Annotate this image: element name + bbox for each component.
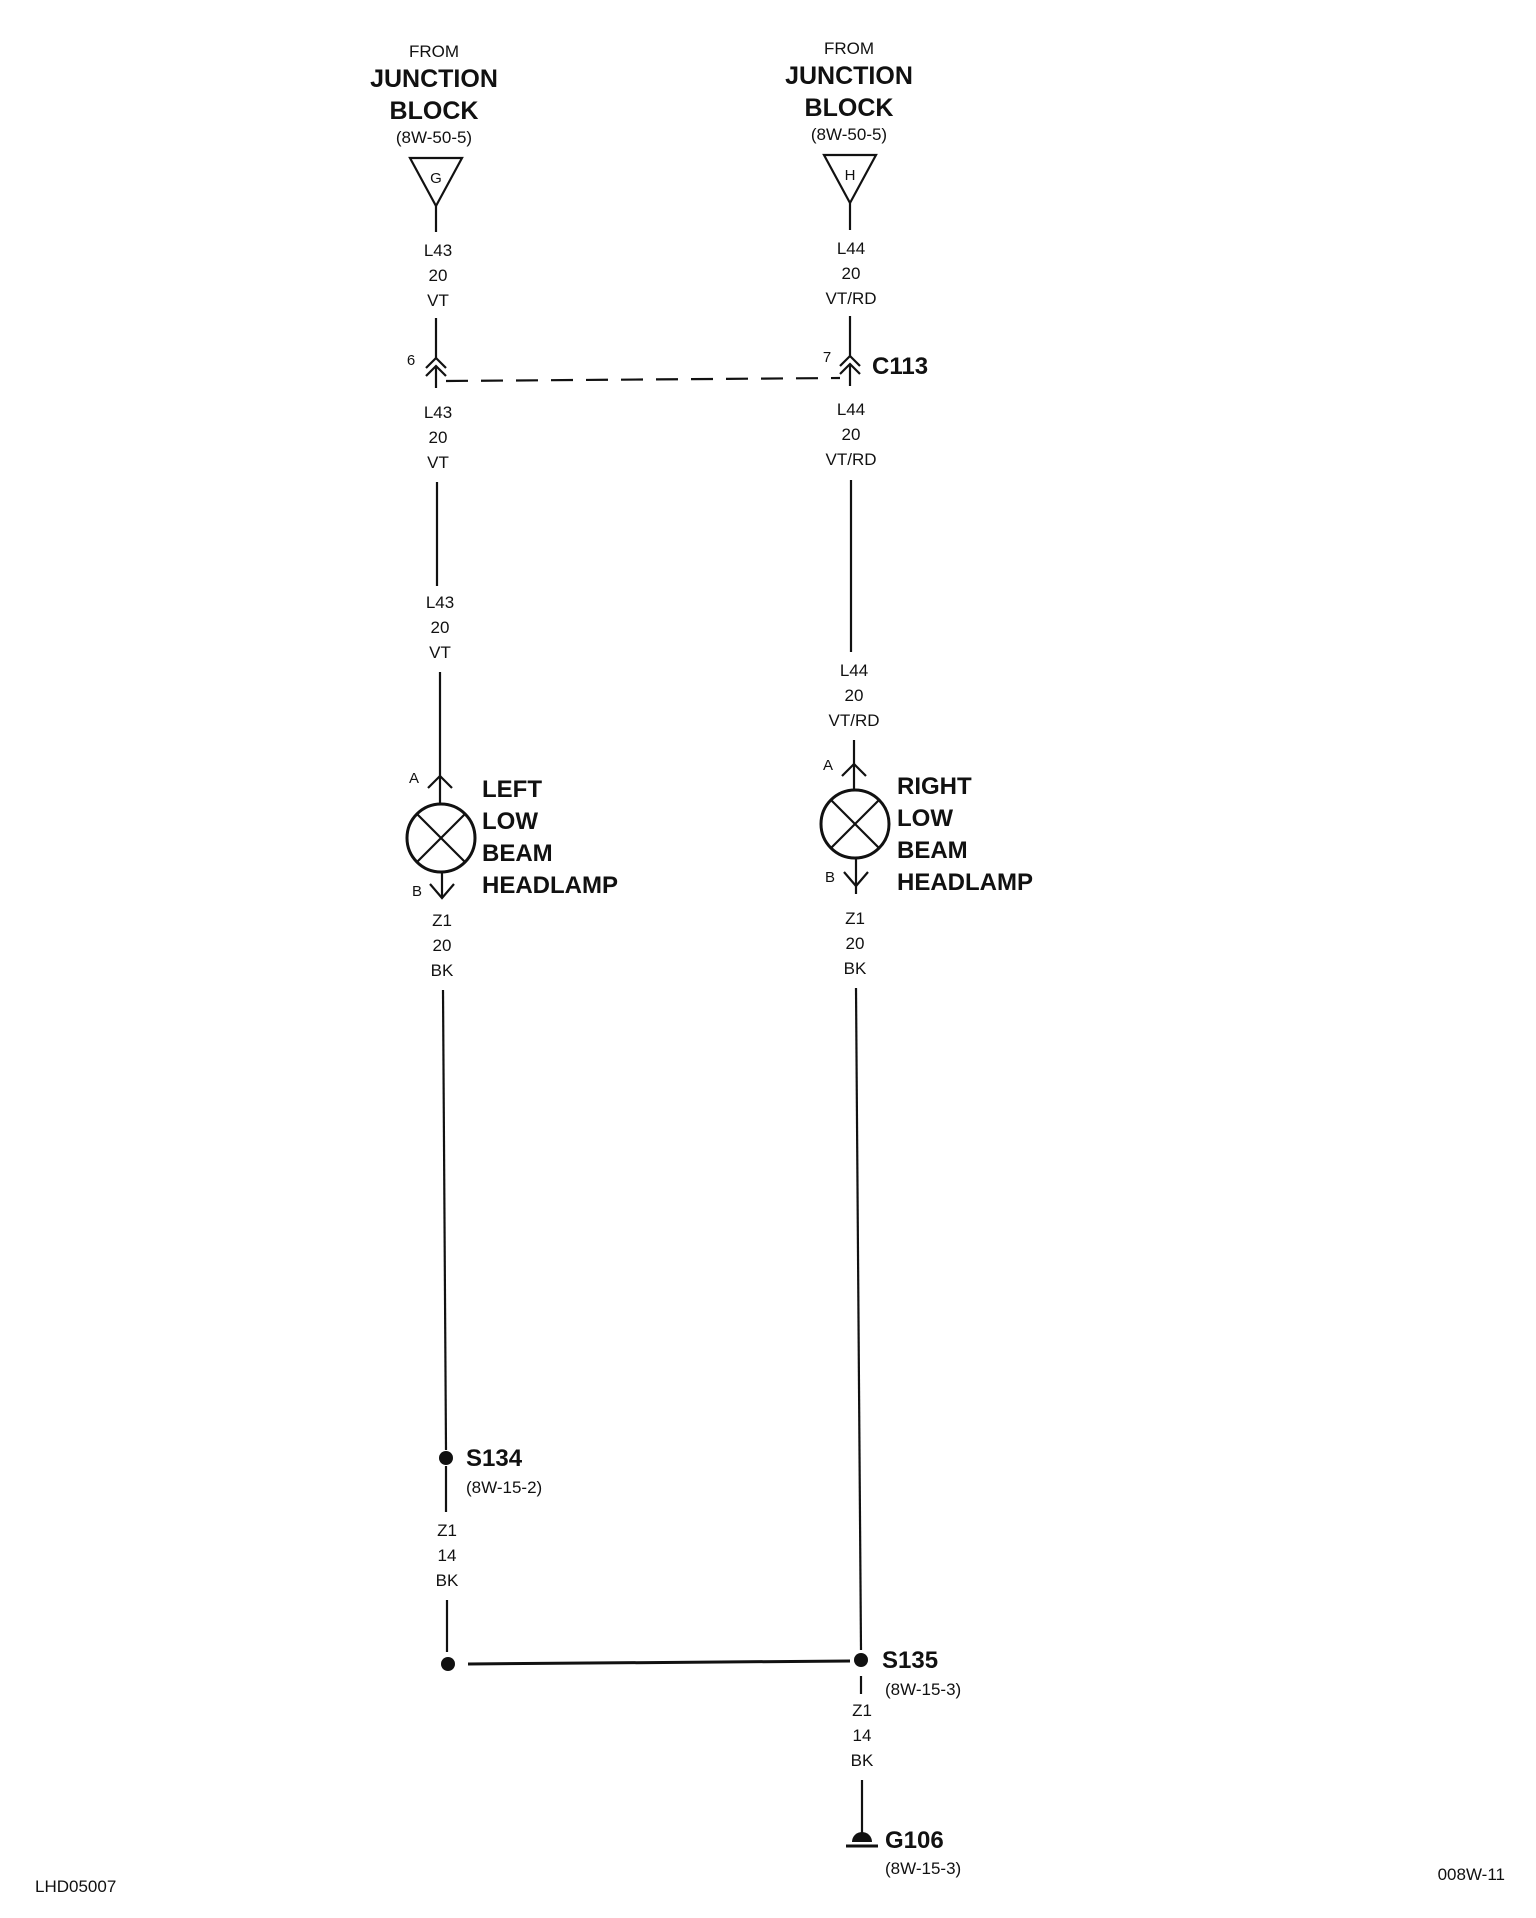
left-source-from: FROM [409, 42, 459, 61]
left-lamp-label-2: LOW [482, 808, 538, 835]
right-source-line1: JUNCTION [785, 62, 913, 90]
splice-left-color: BK [436, 1571, 459, 1590]
splice-s135-ref: (8W-15-3) [885, 1680, 961, 1699]
splice-out-circuit: Z1 [852, 1701, 872, 1720]
left-lamp-label-1: LEFT [482, 776, 542, 803]
c113-left-pin-label: 6 [407, 352, 415, 369]
right-source-line2: BLOCK [805, 94, 894, 122]
splice-out-gauge: 14 [853, 1726, 872, 1745]
right-top-circuit: L44 [837, 239, 865, 258]
splice-s135-name: S135 [882, 1647, 938, 1674]
right-lamp-pin-b: B [825, 869, 835, 886]
right-source-pin: H [845, 167, 856, 184]
right-source-ref: (8W-50-5) [811, 125, 887, 144]
c113-right-cavity-icon [839, 354, 861, 386]
left-source-line2: BLOCK [390, 97, 479, 125]
right-lamp-label-4: HEADLAMP [897, 869, 1033, 896]
ground-g106-icon [846, 1832, 878, 1848]
left-mid-wire-label: L43 20 VT [424, 403, 452, 472]
splice-s135-dot [854, 1653, 868, 1667]
splice-s134-ref: (8W-15-2) [466, 1478, 542, 1497]
left-ground-wire-label: Z1 20 BK [431, 911, 454, 980]
left-top-wire-label: L43 20 VT [424, 241, 452, 310]
right-ground-gauge: 20 [846, 934, 865, 953]
left-lamp-label-4: HEADLAMP [482, 872, 618, 899]
right-source-triangle-icon [822, 153, 878, 206]
right-source-from: FROM [824, 39, 874, 58]
splice-join-dot [441, 1657, 455, 1671]
left-source-line1: JUNCTION [370, 65, 498, 93]
right-lower-color: VT/RD [829, 711, 880, 730]
right-mid-color: VT/RD [826, 450, 877, 469]
left-lamp-pin-b: B [412, 883, 422, 900]
c113-right-pin-label: 7 [823, 349, 831, 366]
right-ground-wire [854, 987, 863, 1651]
left-low-beam-headlamp: A B LEFT LOW BEAM HEADLAMP [405, 770, 618, 900]
right-ground-circuit: Z1 [845, 909, 865, 928]
left-source-pin: G [430, 170, 442, 187]
splice-left-gauge: 14 [438, 1546, 457, 1565]
right-top-color: VT/RD [826, 289, 877, 308]
right-lamp-label-2: LOW [897, 805, 953, 832]
left-top-color: VT [427, 291, 449, 310]
left-source-junction-block: FROM JUNCTION BLOCK (8W-50-5) G [370, 42, 498, 209]
right-top-gauge: 20 [842, 264, 861, 283]
left-lamp-pin-b-icon [429, 883, 455, 900]
ground-g106-ref: (8W-15-3) [885, 1859, 961, 1878]
splice-s134-dot [439, 1451, 453, 1465]
right-lower-circuit: L44 [840, 661, 868, 680]
left-lower-wire-label: L43 20 VT [426, 593, 454, 662]
left-mid-gauge: 20 [429, 428, 448, 447]
left-source-triangle-icon [408, 156, 464, 209]
right-lamp-pin-b-icon [843, 871, 869, 888]
right-top-wire-label: L44 20 VT/RD [826, 239, 877, 308]
ground-g106-name: G106 [885, 1827, 944, 1854]
right-ground-color: BK [844, 959, 867, 978]
right-lower-gauge: 20 [845, 686, 864, 705]
splice-left-circuit: Z1 [437, 1521, 457, 1540]
splice-out-color: BK [851, 1751, 874, 1770]
footer-drawing-id: LHD05007 [35, 1877, 116, 1896]
left-top-circuit: L43 [424, 241, 452, 260]
right-lamp-label-3: BEAM [897, 837, 968, 864]
right-lamp-pin-a: A [823, 757, 833, 774]
splice-s134-name: S134 [466, 1445, 523, 1472]
right-mid-circuit: L44 [837, 400, 865, 419]
left-lamp-pin-a: A [409, 770, 419, 787]
right-mid-gauge: 20 [842, 425, 861, 444]
left-lower-color: VT [429, 643, 451, 662]
left-source-ref: (8W-50-5) [396, 128, 472, 147]
left-lamp-label-3: BEAM [482, 840, 553, 867]
splice-out-wire-label: Z1 14 BK [851, 1701, 874, 1770]
right-source-junction-block: FROM JUNCTION BLOCK (8W-50-5) H [785, 39, 913, 206]
left-mid-circuit: L43 [424, 403, 452, 422]
c113-connector-label: C113 [872, 353, 928, 380]
c113-dashed-link [445, 376, 841, 383]
splice-left-wire-label: Z1 14 BK [436, 1521, 459, 1590]
right-mid-wire-label: L44 20 VT/RD [826, 400, 877, 469]
left-mid-color: VT [427, 453, 449, 472]
left-ground-circuit: Z1 [432, 911, 452, 930]
right-low-beam-headlamp: A B RIGHT LOW BEAM HEADLAMP [819, 757, 1033, 896]
splice-join-wire [467, 1659, 851, 1666]
left-ground-gauge: 20 [433, 936, 452, 955]
right-ground-wire-label: Z1 20 BK [844, 909, 867, 978]
left-lower-gauge: 20 [431, 618, 450, 637]
left-ground-wire [441, 989, 448, 1451]
right-lower-wire-label: L44 20 VT/RD [829, 661, 880, 730]
c113-left-cavity-icon [425, 356, 447, 388]
footer-page-number: 008W-11 [1438, 1865, 1505, 1884]
right-lamp-label-1: RIGHT [897, 773, 972, 800]
left-lower-circuit: L43 [426, 593, 454, 612]
left-top-gauge: 20 [429, 266, 448, 285]
left-ground-color: BK [431, 961, 454, 980]
